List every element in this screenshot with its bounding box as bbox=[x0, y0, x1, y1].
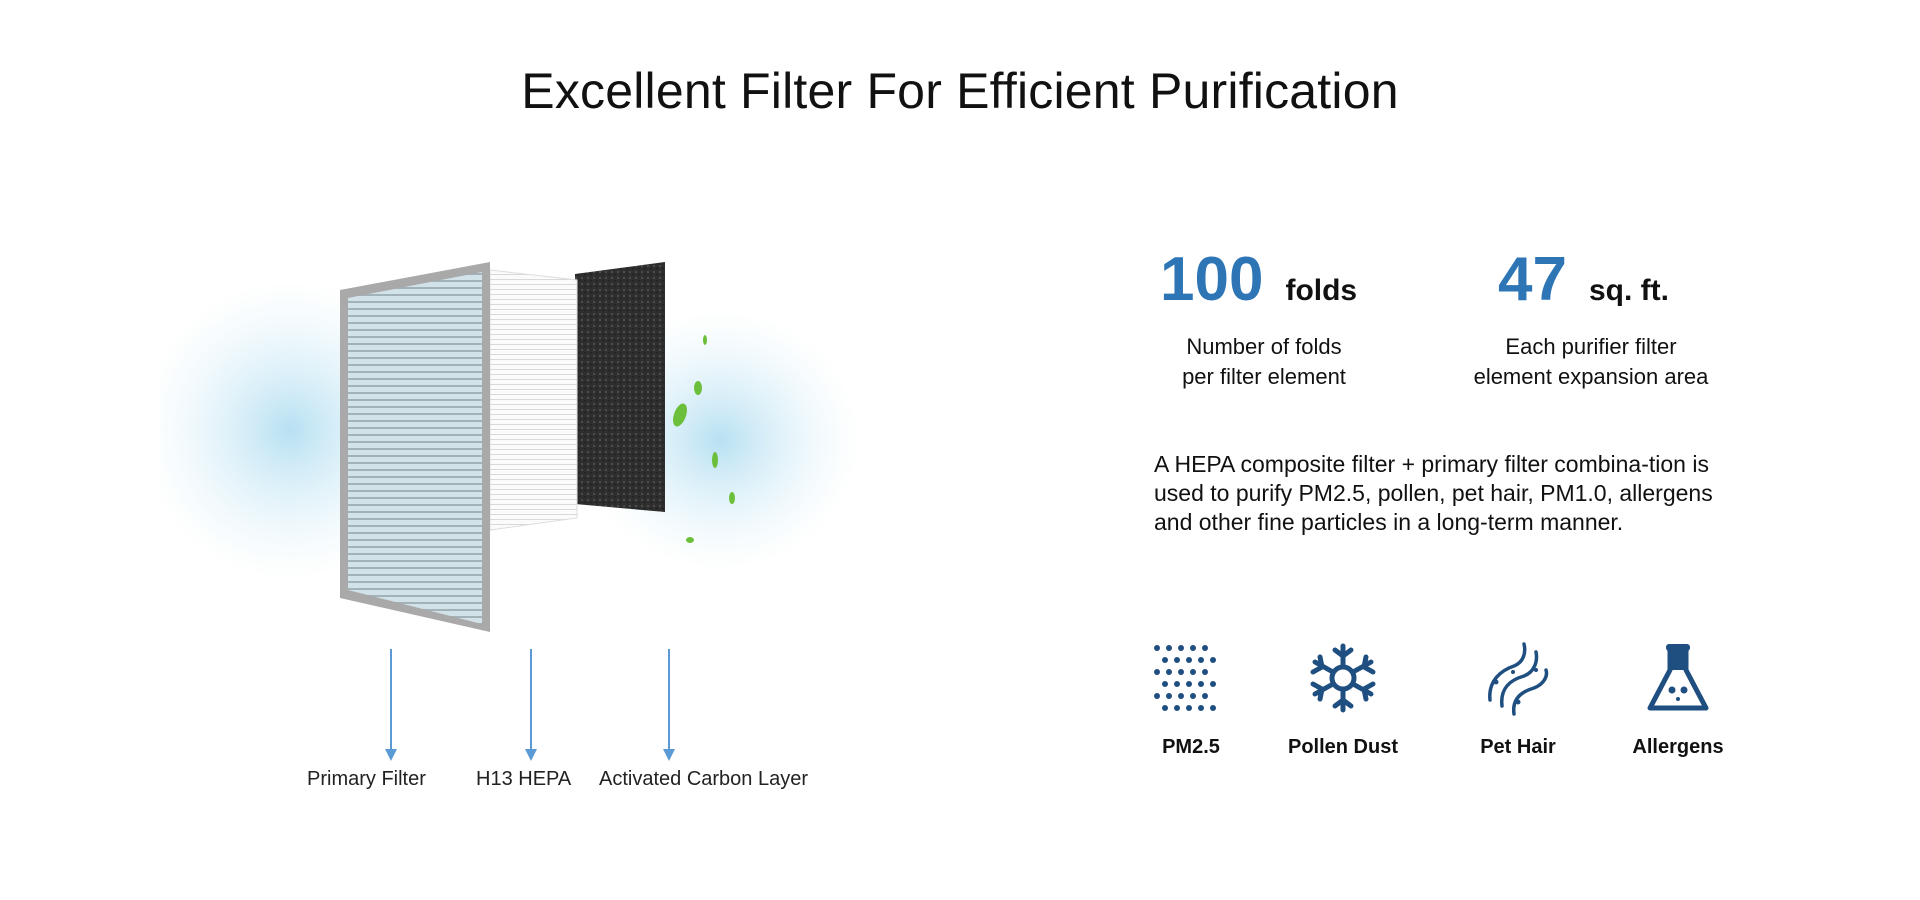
particles-icon bbox=[1154, 645, 1216, 711]
desc-line: per filter element bbox=[1182, 364, 1346, 389]
desc-line: element expansion area bbox=[1473, 364, 1709, 389]
layer-label-carbon: Activated Carbon Layer bbox=[599, 768, 809, 790]
particle-dot bbox=[1178, 669, 1184, 675]
flask-icon bbox=[1647, 644, 1709, 711]
primary-filter-mesh bbox=[348, 272, 482, 624]
particle-dot bbox=[1190, 669, 1196, 675]
feature-pm25: PM2.5 bbox=[1116, 640, 1266, 759]
stat-folds-desc: Number of folds per filter element bbox=[1114, 332, 1414, 392]
particle-dot bbox=[1174, 705, 1180, 711]
particle-dot bbox=[1202, 645, 1208, 651]
stat-value: 100 bbox=[1160, 245, 1264, 314]
particle-dot bbox=[1162, 657, 1168, 663]
particle-dot bbox=[1202, 693, 1208, 699]
particle-dot bbox=[1186, 681, 1192, 687]
particle-dot bbox=[1202, 669, 1208, 675]
feature-label: Pet Hair bbox=[1480, 736, 1556, 758]
particle-dot bbox=[1190, 645, 1196, 651]
stat-unit: folds bbox=[1285, 274, 1358, 307]
stat-value: 47 bbox=[1498, 245, 1567, 314]
particle-dot bbox=[1186, 657, 1192, 663]
feature-allergens: Allergens bbox=[1603, 640, 1753, 759]
particle-dot bbox=[1162, 681, 1168, 687]
arrow-carbon bbox=[663, 649, 675, 761]
particle-dot bbox=[1154, 645, 1160, 651]
particle-dot bbox=[1198, 657, 1204, 663]
feature-label: Pollen Dust bbox=[1287, 736, 1398, 758]
desc-line: Number of folds bbox=[1186, 334, 1342, 359]
arrow-hepa bbox=[525, 649, 537, 761]
particle-dot bbox=[1166, 645, 1172, 651]
filter-illustration bbox=[140, 240, 880, 640]
particle-dot bbox=[1154, 669, 1160, 675]
desc-line: Each purifier filter bbox=[1505, 334, 1677, 359]
particle-dot bbox=[1166, 669, 1172, 675]
particle-dot bbox=[1154, 693, 1160, 699]
page-title: Excellent Filter For Efficient Purificat… bbox=[521, 63, 1399, 119]
leaves bbox=[673, 335, 735, 543]
particle-dot bbox=[1186, 705, 1192, 711]
stat-folds: 100 folds bbox=[1160, 244, 1357, 315]
stat-unit: sq. ft. bbox=[1588, 274, 1669, 307]
feature-pet-hair: Pet Hair bbox=[1443, 640, 1593, 759]
particle-dot bbox=[1210, 681, 1216, 687]
particle-dot bbox=[1174, 657, 1180, 663]
pet-hair-icon bbox=[1488, 642, 1549, 716]
particle-dot bbox=[1190, 693, 1196, 699]
layer-label-hepa: H13 HEPA bbox=[476, 768, 572, 790]
particle-dot bbox=[1178, 645, 1184, 651]
particle-dot bbox=[1162, 705, 1168, 711]
particle-dot bbox=[1166, 693, 1172, 699]
particle-dot bbox=[1210, 705, 1216, 711]
stat-area: 47 sq. ft. bbox=[1498, 244, 1669, 315]
particle-dot bbox=[1198, 681, 1204, 687]
description: A HEPA composite filter + primary filter… bbox=[1154, 451, 1713, 535]
carbon-layer bbox=[575, 262, 665, 512]
pollen-icon bbox=[1310, 643, 1376, 713]
feature-pollen: Pollen Dust bbox=[1268, 640, 1418, 759]
particle-dot bbox=[1174, 681, 1180, 687]
particle-dot bbox=[1178, 693, 1184, 699]
layer-label-primary: Primary Filter bbox=[307, 768, 426, 790]
particle-dot bbox=[1210, 657, 1216, 663]
feature-label: PM2.5 bbox=[1162, 736, 1220, 758]
arrow-primary bbox=[385, 649, 397, 761]
particle-dot bbox=[1198, 705, 1204, 711]
hepa-layer bbox=[489, 269, 578, 531]
stat-area-desc: Each purifier filter element expansion a… bbox=[1441, 332, 1741, 392]
feature-label: Allergens bbox=[1632, 736, 1724, 758]
